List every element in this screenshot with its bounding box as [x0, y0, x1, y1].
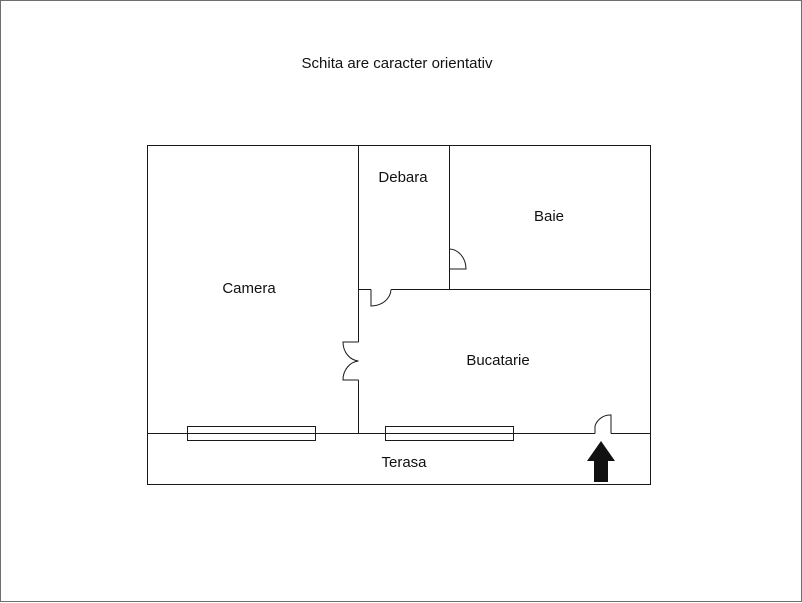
door-camera [342, 341, 359, 381]
room-label-terasa: Terasa [381, 454, 427, 471]
door-entrance [594, 414, 612, 434]
room-label-bucatarie: Bucatarie [466, 352, 529, 369]
window-camera [187, 426, 316, 441]
arrow-up-icon [587, 441, 615, 482]
window-bucatarie [385, 426, 514, 441]
door-debara [370, 289, 392, 307]
door-baie [449, 248, 467, 270]
room-label-baie: Baie [534, 208, 564, 225]
page-note: Schita are caracter orientativ [302, 55, 493, 72]
room-label-debara: Debara [378, 169, 428, 186]
outer-wall [147, 145, 651, 485]
room-label-camera: Camera [222, 280, 276, 297]
